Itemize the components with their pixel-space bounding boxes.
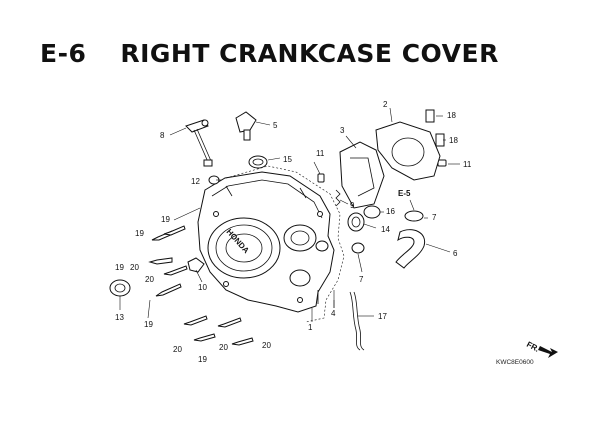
- oil-gauge-part: [185, 119, 213, 167]
- reference-e5: E-5: [398, 189, 411, 198]
- callout-19d: 19: [144, 320, 153, 329]
- callout-11a: 11: [316, 149, 325, 158]
- page-title: RIGHT CRANKCASE COVER: [120, 38, 499, 68]
- callout-19c: 19: [115, 263, 124, 272]
- callout-2: 2: [383, 100, 388, 109]
- callout-20-extra: 20: [262, 341, 271, 350]
- callout-14: 14: [381, 225, 390, 234]
- callout-labels: 8 5 15 11 12 19 3 2 18 18 11 E-5 9 16 14…: [115, 100, 472, 364]
- callout-19b: 19: [135, 229, 144, 238]
- hose-clip-part: [187, 257, 205, 273]
- callout-20d: 20: [219, 343, 228, 352]
- front-direction-arrow: FR.: [525, 340, 558, 358]
- direction-label: FR.: [525, 340, 541, 354]
- callout-7a: 7: [432, 213, 437, 222]
- drawing-code: KWC8E0600: [496, 359, 534, 366]
- flange-bolt-part: [425, 109, 445, 147]
- seal-clamp-parts: [335, 189, 424, 254]
- oil-filler-cap-part: [235, 111, 257, 141]
- callout-9: 9: [350, 201, 355, 210]
- crankcase-cover-part: HONDA: [197, 171, 335, 313]
- callout-5: 5: [273, 121, 278, 130]
- section-code: E-6: [40, 38, 87, 68]
- callout-20b: 20: [145, 275, 154, 284]
- seal-cap-part: [109, 279, 131, 297]
- cover-bolt-part: [148, 225, 254, 346]
- callout-19e: 19: [198, 355, 207, 364]
- cover-plate-part: [339, 121, 441, 209]
- callout-11b: 11: [463, 160, 472, 169]
- o-ring-part: [248, 155, 268, 169]
- callout-18b: 18: [449, 136, 458, 145]
- callout-3: 3: [340, 126, 345, 135]
- callout-7b: 7: [359, 275, 364, 284]
- callout-19a: 19: [161, 215, 170, 224]
- callout-10: 10: [198, 283, 207, 292]
- callout-12: 12: [191, 177, 200, 186]
- callout-1: 1: [308, 323, 313, 332]
- breather-hose-part: [395, 229, 426, 269]
- callout-17: 17: [378, 312, 387, 321]
- callout-8: 8: [160, 131, 165, 140]
- callout-15: 15: [283, 155, 292, 164]
- callout-20c: 20: [173, 345, 182, 354]
- callout-13: 13: [115, 313, 124, 322]
- callout-20a: 20: [130, 263, 139, 272]
- callout-4: 4: [331, 309, 336, 318]
- callout-leaders: [119, 107, 460, 322]
- callout-16: 16: [386, 207, 395, 216]
- callout-18a: 18: [447, 111, 456, 120]
- dowel-pin-part: [317, 159, 447, 183]
- arrow-icon: [538, 346, 558, 358]
- callout-6: 6: [453, 249, 458, 258]
- page-header: E-6 RIGHT CRANKCASE COVER: [40, 36, 499, 70]
- drain-tube-part: [349, 291, 361, 351]
